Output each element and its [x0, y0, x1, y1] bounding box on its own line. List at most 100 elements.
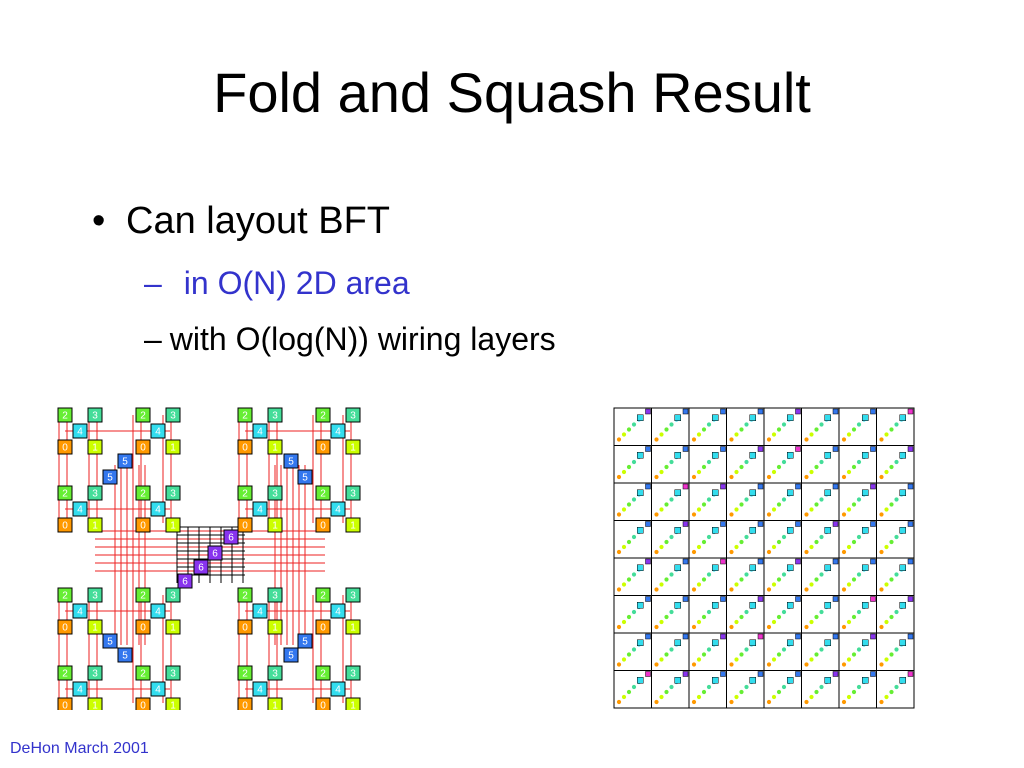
grid-dot [851, 689, 857, 695]
leaf-node-1-label: 1 [170, 623, 176, 634]
grid-dot [851, 539, 857, 545]
grid-dot [701, 539, 707, 545]
slide-title: Fold and Squash Result [213, 61, 811, 124]
grid-corner-marker [795, 633, 801, 640]
grid-dot [776, 502, 782, 507]
leaf-node-0-label: 0 [320, 623, 326, 634]
leaf-node-2 [237, 665, 253, 681]
grid-dot [879, 512, 884, 517]
leaf-node-0 [315, 439, 331, 455]
grid-dot [631, 609, 637, 615]
bft-squashed-grid-figure [613, 407, 915, 709]
grid-dot [879, 587, 884, 592]
leaf-node-0 [57, 517, 73, 533]
grid-dot [739, 502, 744, 507]
grid-node [862, 639, 869, 646]
grid-dot [706, 684, 712, 690]
grid-node [787, 527, 794, 534]
grid-dot [691, 587, 697, 592]
grid-node [674, 677, 681, 684]
grid-dot [701, 652, 707, 657]
grid-dot [734, 507, 739, 512]
grid-dot [841, 662, 847, 667]
grid-node [749, 489, 756, 496]
footer-credit: DeHon March 2001 [10, 740, 149, 757]
grid-dot [819, 497, 824, 502]
grid-corner-marker [720, 671, 726, 677]
grid-dot [621, 469, 627, 475]
switch-node-6 [207, 545, 223, 561]
leaf-node-2 [315, 485, 331, 501]
leaf-node-3-label: 3 [92, 489, 98, 500]
grid-dot [889, 689, 894, 695]
leaf-node-3 [345, 407, 361, 423]
grid-dot [626, 464, 632, 470]
grid-node [712, 414, 719, 421]
grid-dot [626, 502, 632, 507]
grid-dot [739, 427, 744, 432]
grid-dot [691, 699, 697, 705]
leaf-node-0-label: 0 [320, 701, 326, 711]
leaf-node-1 [87, 697, 103, 710]
grid-dot [894, 609, 899, 615]
grid-dot [884, 507, 889, 512]
grid-dot [739, 652, 744, 657]
grid-dot [771, 657, 777, 662]
grid-dot [701, 689, 707, 695]
grid-dot [856, 647, 862, 652]
leaf-node-0 [57, 619, 73, 635]
grid-dot [879, 549, 884, 555]
grid-node [674, 489, 681, 496]
grid-node [749, 452, 756, 459]
leaf-node-3-label: 3 [350, 669, 356, 680]
leaf-node-0-label: 0 [140, 701, 146, 711]
grid-dot [804, 549, 809, 555]
leaf-node-2 [135, 407, 151, 423]
grid-dot [856, 497, 862, 502]
leaf-node-0 [135, 697, 151, 710]
leaf-node-3 [87, 485, 103, 501]
grid-dot [621, 619, 627, 625]
switch-node-5 [117, 453, 133, 469]
grid-corner-marker [870, 408, 876, 415]
grid-dot [691, 624, 697, 630]
grid-corner-marker [645, 671, 651, 677]
grid-dot [819, 459, 824, 465]
switch-node-4-label: 4 [257, 505, 263, 516]
grid-dot [894, 459, 899, 465]
grid-dot [889, 652, 894, 657]
switch-node-5-label: 5 [107, 473, 113, 484]
leaf-node-1-label: 1 [272, 623, 278, 634]
grid-dot [771, 544, 777, 550]
grid-corner-marker [682, 483, 689, 490]
leaf-node-2-label: 2 [62, 669, 68, 680]
leaf-node-2 [315, 407, 331, 423]
grid-node [862, 564, 869, 571]
leaf-node-2 [57, 665, 73, 681]
switch-node-5-label: 5 [302, 637, 308, 648]
leaf-node-0 [315, 697, 331, 710]
leaf-node-2-label: 2 [320, 411, 326, 422]
leaf-node-2-label: 2 [62, 489, 68, 500]
grid-corner-marker [645, 596, 651, 602]
grid-corner-marker [907, 521, 914, 527]
leaf-node-3-label: 3 [272, 591, 278, 602]
leaf-node-2 [135, 665, 151, 681]
grid-node [637, 527, 644, 534]
grid-node [674, 602, 681, 609]
grid-dot [616, 587, 622, 592]
grid-corner-marker [832, 558, 839, 565]
grid-dot [819, 422, 824, 427]
grid-dot [701, 502, 707, 507]
leaf-node-1-label: 1 [350, 623, 356, 634]
grid-dot [846, 507, 852, 512]
grid-dot [776, 427, 782, 432]
leaf-node-2-label: 2 [320, 591, 326, 602]
grid-dot [851, 614, 857, 620]
grid-dot [626, 427, 632, 432]
grid-dot [814, 464, 819, 470]
grid-dot [621, 657, 627, 662]
grid-dot [734, 582, 739, 587]
grid-dot [776, 577, 782, 582]
